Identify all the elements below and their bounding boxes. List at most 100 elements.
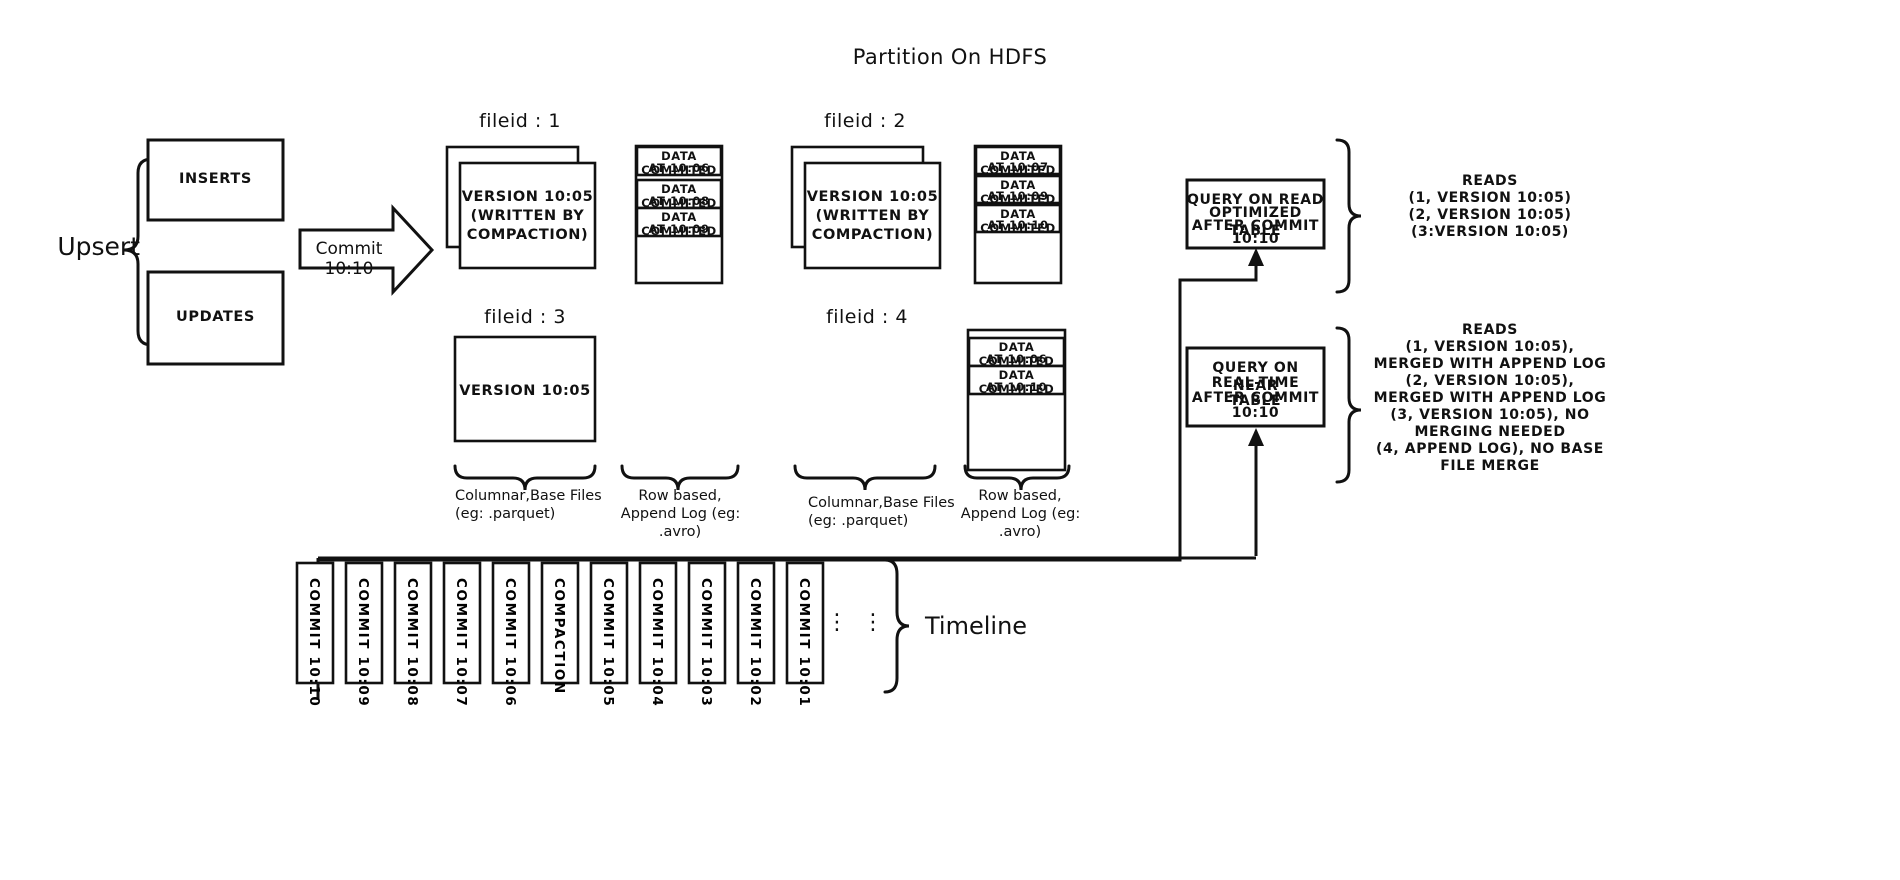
fileid-2-log-block-1-line-1: AT 10:09 [987, 189, 1049, 203]
timeline-item-label-10: COMMIT 10:01 [796, 578, 812, 708]
fileid-4-header: fileid : 4 [826, 306, 908, 328]
fileid-1-base-file-line-1: (WRITTEN BY [470, 208, 585, 224]
timeline-box-10 [785, 561, 825, 685]
reads-near-real-time-line-2: MERGED WITH APPEND LOG [1373, 356, 1607, 372]
upsert-brace [123, 157, 154, 347]
fileid-3-base-file-line-0: VERSION 10:05 [459, 383, 591, 399]
reads-read-optimized-line-2: (2, VERSION 10:05) [1408, 207, 1572, 223]
query-near-real-time-line-1: REAL-TIME TABLE [1211, 375, 1300, 409]
fileid-4-log-block-0-line-1: AT 10:06 [985, 352, 1048, 366]
timeline-box-0 [295, 561, 335, 685]
reads-near-real-time-line-6: MERGING NEEDED [1414, 424, 1566, 440]
fileid-2-log-block-1 [974, 174, 1062, 205]
fileid-1-base-file-front [458, 161, 597, 270]
query-near-real-time-line-2: AFTER COMMIT [1191, 390, 1320, 406]
caption-rowlog-right-line-2: .avro) [998, 524, 1042, 540]
commit-arrow-label: Commit 10:10 [315, 239, 383, 279]
timeline-brace [883, 558, 910, 694]
caption-columnar-left-line-0: Columnar,Base Files [455, 488, 602, 504]
timeline-box-1 [344, 561, 384, 685]
reads-near-real-time-brace [1335, 326, 1362, 484]
commit-arrow-shape [298, 204, 435, 296]
fileid-2-log-block-1-line-0: DATA COMMITED [980, 178, 1056, 206]
page-title: Partition On HDFS [852, 45, 1048, 69]
fileid-1-log-block-1-line-1: AT 10:08 [648, 194, 710, 208]
rowlog-left-brace [620, 464, 740, 491]
reads-near-real-time-line-7: (4, APPEND LOG), NO BASE [1376, 441, 1604, 457]
timeline-item-label-7: COMMIT 10:04 [649, 578, 665, 708]
updates-box-shape [146, 270, 285, 366]
caption-rowlog-right-line-1: Append Log (eg: [960, 506, 1081, 522]
timeline-ellipsis-1: ⋮ [862, 610, 886, 635]
caption-columnar-right-line-0: Columnar,Base Files [808, 495, 955, 511]
reads-near-real-time-line-1: (1, VERSION 10:05), [1405, 339, 1575, 355]
caption-columnar-right-line-1: (eg: .parquet) [808, 513, 909, 529]
fileid-1-log-block-2-line-1: AT 10:09 [648, 222, 710, 236]
query-read-optimized-line-2: AFTER COMMIT [1191, 218, 1320, 234]
fileid-2-base-file-line-1: (WRITTEN BY [815, 208, 930, 224]
fileid-1-header: fileid : 1 [479, 110, 561, 132]
fileid-1-log-block-0 [635, 145, 723, 177]
fileid-2-log-block-0 [974, 145, 1062, 176]
fileid-2-header: fileid : 2 [824, 110, 906, 132]
query-read-optimized-box [1185, 178, 1326, 250]
timeline-item-label-6: COMMIT 10:05 [600, 578, 616, 708]
timeline-box-2 [393, 561, 433, 685]
timeline-item-label-3: COMMIT 10:07 [453, 578, 469, 708]
timeline-item-label-9: COMMIT 10:02 [747, 578, 763, 708]
query-read-optimized-line-1: OPTIMIZED TABLE [1209, 205, 1302, 239]
timeline-box-7 [638, 561, 678, 685]
timeline-box-8 [687, 561, 727, 685]
fileid-1-base-file-line-2: COMPACTION) [466, 227, 589, 243]
caption-rowlog-left-line-1: Append Log (eg: [620, 506, 741, 522]
inserts-box-label: INSERTS [179, 171, 252, 187]
timeline-item-label-1: COMMIT 10:09 [355, 578, 371, 708]
fileid-2-log-block-0-line-1: AT 10:07 [987, 160, 1049, 174]
reads-read-optimized-line-1: (1, VERSION 10:05) [1408, 190, 1572, 206]
timeline-label: Timeline [925, 612, 1028, 640]
caption-rowlog-left-line-0: Row based, [638, 488, 722, 504]
fileid-2-log-block-2-line-1: AT 10:10 [987, 218, 1049, 232]
query-read-optimized-line-0: QUERY ON READ [1187, 192, 1324, 208]
fileid-2-log-block-2-line-0: DATA COMMITED [980, 207, 1056, 235]
fileid-4-log-block-1-line-0: DATA COMMITED [978, 368, 1055, 396]
rowlog-right-brace [963, 464, 1071, 491]
upsert-label: Upsert [57, 232, 140, 261]
reads-read-optimized-line-0: READS [1462, 173, 1518, 189]
caption-columnar-left-line-1: (eg: .parquet) [455, 506, 556, 522]
timeline-item-label-5: COMPACTION [551, 578, 567, 695]
fileid-2-base-file-line-2: COMPACTION) [811, 227, 934, 243]
fileid-4-log-block-0 [967, 336, 1066, 368]
timeline-box-5 [540, 561, 580, 685]
reads-near-real-time-line-0: READS [1462, 322, 1518, 338]
fileid-3-base-file [453, 335, 597, 443]
fileid-1-log-block-0-line-0: DATA COMMITED [641, 149, 717, 177]
timeline-item-label-0: COMMIT 10:10 [306, 578, 322, 708]
fileid-1-log-block-2-line-0: DATA COMMITED [641, 210, 717, 238]
query-near-real-time-box [1185, 346, 1326, 428]
timeline-item-label-4: COMMIT 10:06 [502, 578, 518, 708]
fileid-1-log-block-1 [635, 178, 723, 210]
reads-read-optimized-brace [1335, 138, 1362, 294]
fileid-1-log-block-0-line-1: AT 10:06 [648, 161, 710, 175]
inserts-box-shape [146, 138, 285, 222]
reads-read-optimized-line-3: (3:VERSION 10:05) [1411, 224, 1569, 240]
timeline-box-4 [491, 561, 531, 685]
reads-near-real-time-line-3: (2, VERSION 10:05), [1405, 373, 1575, 389]
timeline-box-9 [736, 561, 776, 685]
updates-box-label: UPDATES [176, 309, 255, 325]
fileid-4-log-block-1-line-1: AT 10:10 [985, 380, 1048, 394]
connector-read-optimized-arrowhead [1248, 248, 1264, 266]
fileid-1-log-block-1-line-0: DATA COMMITED [641, 182, 717, 210]
columnar-right-brace [793, 464, 937, 491]
caption-rowlog-left-line-2: .avro) [658, 524, 702, 540]
reads-near-real-time-line-8: FILE MERGE [1440, 458, 1540, 474]
query-read-optimized-line-3: 10:10 [1231, 231, 1280, 247]
fileid-4-log-block-0-line-0: DATA COMMITED [978, 340, 1055, 368]
timeline-box-3 [442, 561, 482, 685]
fileid-1-base-file-line-0: VERSION 10:05 [461, 189, 594, 205]
timeline-ellipsis-0: ⋮ [826, 610, 850, 635]
fileid-4-log-block-1 [967, 364, 1066, 396]
